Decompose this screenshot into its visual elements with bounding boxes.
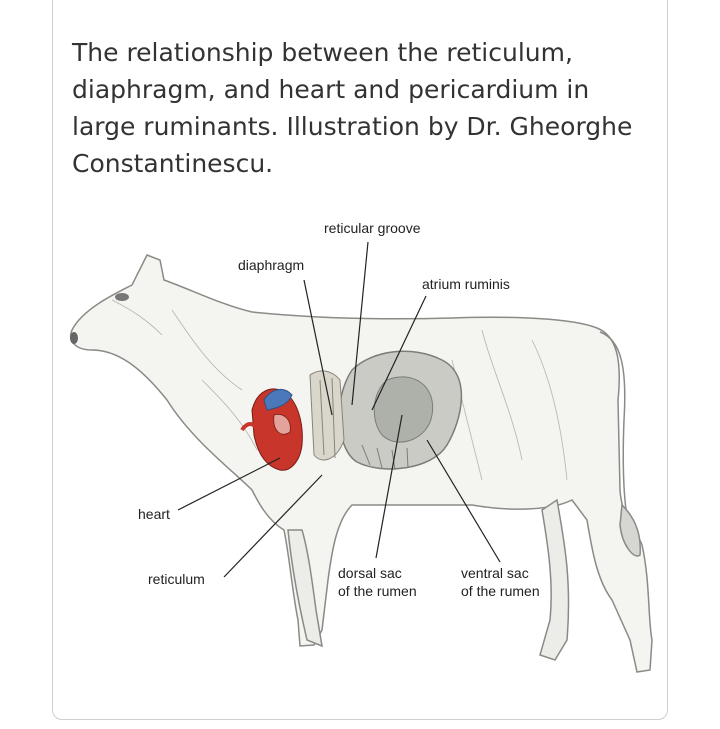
label-ventral-sac-line2: of the rumen — [461, 583, 540, 599]
rumen — [338, 350, 463, 471]
label-atrium-ruminis: atrium ruminis — [422, 276, 510, 292]
leader-ventral-sac — [426, 439, 501, 563]
heart-organ — [240, 388, 303, 471]
cow-eye — [115, 293, 129, 301]
label-reticulum: reticulum — [148, 571, 205, 587]
cow-nostril — [70, 332, 78, 344]
leader-atrium-ruminis — [371, 295, 427, 411]
leader-reticular-groove — [351, 241, 369, 406]
anatomy-figure: reticular groove diaphragm atrium rumini… — [52, 200, 668, 720]
figure-caption: The relationship between the reticulum, … — [72, 38, 633, 178]
leader-diaphragm — [303, 279, 333, 416]
label-reticular-groove: reticular groove — [324, 220, 421, 236]
label-diaphragm: diaphragm — [238, 257, 305, 273]
label-dorsal-sac-line2: of the rumen — [338, 583, 417, 599]
label-dorsal-sac-line1: dorsal sac — [338, 565, 402, 581]
reticulum — [309, 370, 345, 461]
cow-illustration — [70, 241, 653, 673]
leader-lines — [177, 241, 501, 578]
leader-reticulum — [223, 474, 323, 578]
leader-heart — [177, 457, 281, 511]
label-ventral-sac-line1: ventral sac — [461, 565, 529, 581]
leader-dorsal-sac — [375, 414, 403, 559]
label-heart: heart — [138, 506, 170, 522]
